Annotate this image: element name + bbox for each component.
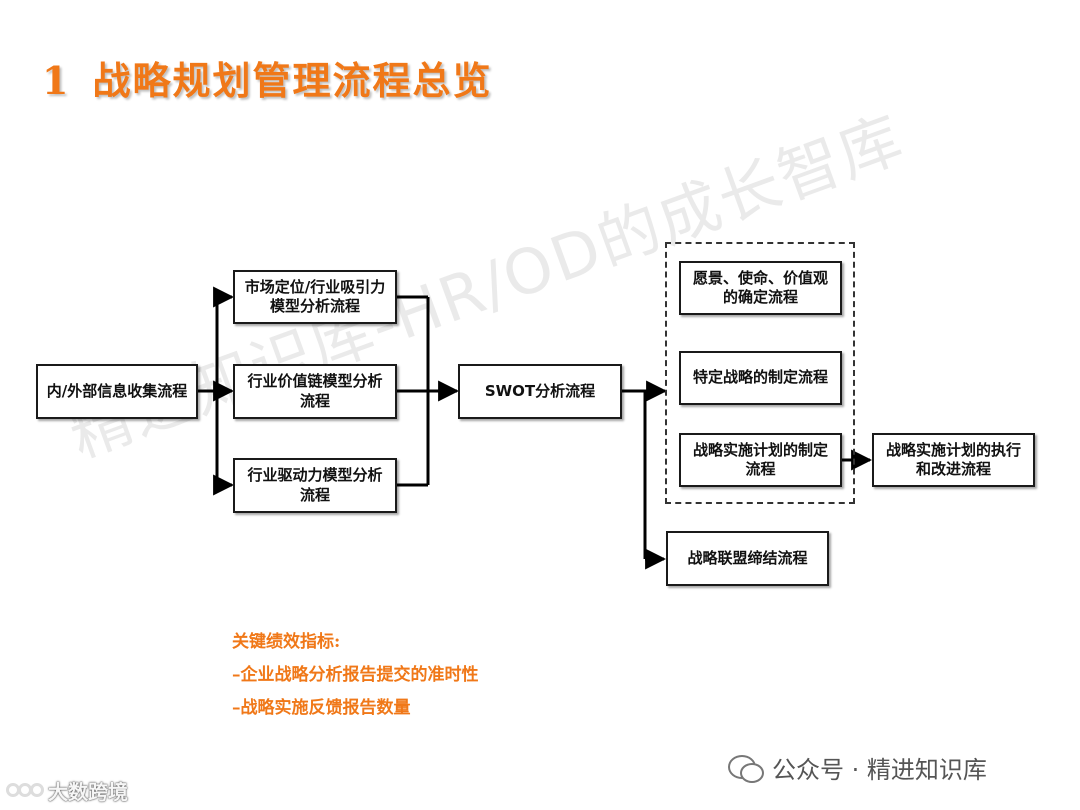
box-execution: 战略实施计划的执行和改进流程 (872, 433, 1035, 487)
kpi-section: 关键绩效指标: –企业战略分析报告提交的准时性 –战略实施反馈报告数量 (232, 626, 479, 725)
page-title: 1 战略规划管理流程总览 (42, 50, 492, 105)
wechat-account-label: 公众号 · 精进知识库 (772, 756, 987, 784)
wechat-footer: 公众号 · 精进知识库 (728, 750, 987, 785)
strategy-formulation-group (665, 242, 855, 504)
box-driving-force: 行业驱动力模型分析流程 (233, 458, 397, 513)
box-alliance: 战略联盟缔结流程 (666, 531, 829, 586)
box-specific-strategy: 特定战略的制定流程 (679, 351, 842, 405)
kpi-heading: 关键绩效指标: (232, 632, 341, 652)
kpi-item: –战略实施反馈报告数量 (232, 698, 411, 718)
brand-logo-icon (4, 779, 44, 803)
brand-footer: 大数跨境 (4, 776, 128, 805)
brand-label: 大数跨境 (48, 780, 128, 804)
box-implementation-plan: 战略实施计划的制定流程 (679, 433, 842, 487)
box-swot: SWOT分析流程 (458, 364, 622, 419)
wechat-icon (728, 753, 764, 783)
box-vision: 愿景、使命、价值观的确定流程 (679, 261, 842, 315)
box-value-chain: 行业价值链模型分析流程 (233, 364, 397, 419)
title-number: 1 (42, 58, 71, 103)
title-text: 战略规划管理流程总览 (92, 58, 493, 103)
box-market-position: 市场定位/行业吸引力模型分析流程 (233, 270, 397, 324)
box-info-collect: 内/外部信息收集流程 (36, 364, 198, 419)
kpi-item: –企业战略分析报告提交的准时性 (232, 665, 479, 685)
